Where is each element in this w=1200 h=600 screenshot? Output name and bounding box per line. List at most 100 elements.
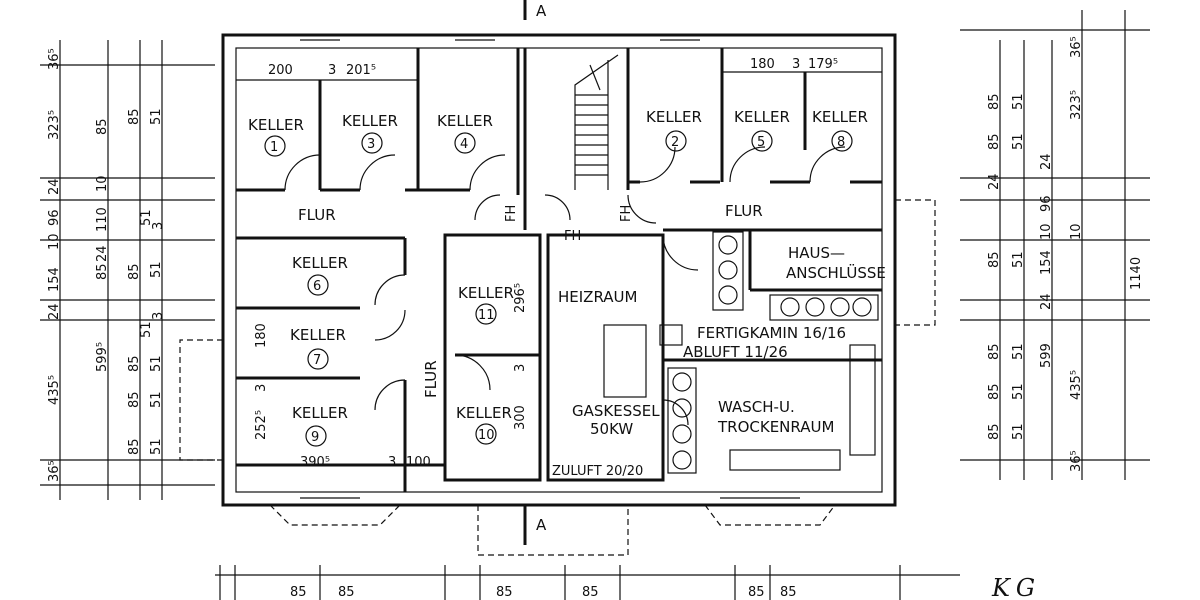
dim-left-inner: 51 bbox=[149, 108, 164, 125]
fire-door-label-2: FH bbox=[564, 229, 581, 244]
room-labels: KELLER 1 KELLER 3 KELLER 4 KELLER 2 KELL… bbox=[248, 108, 886, 479]
dim-left-outer: 323⁵ bbox=[47, 110, 62, 140]
dim-left-mid: 10 bbox=[95, 175, 110, 192]
room-number-circle bbox=[751, 130, 773, 152]
room-number-circle bbox=[475, 303, 497, 325]
dim-keller3-width: 201⁵ bbox=[346, 63, 376, 78]
dim-right-c: 323⁵ bbox=[1069, 90, 1084, 120]
dim-right-b: 51 bbox=[1011, 93, 1026, 110]
room-name-heizraum: HEIZRAUM bbox=[558, 288, 637, 306]
dim-right-b: 51 bbox=[1011, 133, 1026, 150]
room-number-4: 4 bbox=[460, 137, 468, 152]
dim-wall: 3 bbox=[513, 364, 528, 372]
dim-keller9-width: 390⁵ bbox=[300, 455, 330, 470]
dim-wall: 3 bbox=[254, 384, 269, 392]
room-name-keller-3: KELLER bbox=[342, 112, 398, 130]
dim-wall: 3 bbox=[388, 455, 396, 470]
dim-left-mid: 85 bbox=[95, 263, 110, 280]
dim-right-b: 51 bbox=[1011, 383, 1026, 400]
air-inlet-label: ZULUFT 20/20 bbox=[552, 464, 643, 479]
fixtures bbox=[603, 231, 879, 474]
dim-right-c: 36⁵ bbox=[1069, 36, 1084, 58]
room-name-keller-6: KELLER bbox=[292, 254, 348, 272]
room-name-keller-10: KELLER bbox=[456, 404, 512, 422]
dim-right-c: 10 bbox=[1069, 223, 1084, 240]
room-name-house-connections-1: HAUS— bbox=[788, 244, 845, 262]
dim-keller7-height: 180 bbox=[254, 323, 269, 348]
dim-left-tiny: 3 bbox=[151, 222, 166, 230]
bottom-dimension-texts: 85 85 85 85 85 85 bbox=[290, 585, 797, 600]
bottom-dimension-lines bbox=[215, 565, 960, 600]
section-mark-top: A bbox=[536, 2, 547, 20]
dim-left-mid: 24 bbox=[95, 245, 110, 262]
room-name-laundry-1: WASCH-U. bbox=[718, 398, 795, 416]
room-number-2: 2 bbox=[671, 135, 679, 150]
dim-left-inner: 51 bbox=[149, 355, 164, 372]
dim-left-inner: 51 bbox=[139, 209, 154, 226]
chimney-label: FERTIGKAMIN 16/16 bbox=[697, 324, 846, 342]
room-number-circle bbox=[305, 425, 327, 447]
fire-door-label-1: FH bbox=[504, 205, 519, 222]
dim-left-mid: 85 bbox=[127, 391, 142, 408]
room-number-6: 6 bbox=[313, 279, 321, 294]
exhaust-label: ABLUFT 11/26 bbox=[683, 343, 788, 361]
section-marks: A A bbox=[523, 0, 547, 545]
room-number-circle bbox=[361, 132, 383, 154]
dim-right-c: 154 bbox=[1039, 250, 1054, 275]
dim-left-outer: 435⁵ bbox=[47, 375, 62, 405]
dim-left-inner: 51 bbox=[149, 391, 164, 408]
dim-bottom: 85 bbox=[582, 585, 599, 600]
room-number-8: 8 bbox=[837, 135, 845, 150]
dim-left-outer: 36⁵ bbox=[47, 48, 62, 70]
room-number-circle bbox=[307, 348, 329, 370]
room-number-1: 1 bbox=[270, 140, 278, 155]
dim-left-mid: 85 bbox=[127, 438, 142, 455]
dim-left-outer: 24 bbox=[47, 178, 62, 195]
dim-left-inner: 51 bbox=[149, 261, 164, 278]
dim-keller10-height: 300 bbox=[513, 405, 528, 430]
dim-left-outer: 96 bbox=[47, 209, 62, 226]
room-number-7: 7 bbox=[313, 353, 321, 368]
room-number-circle bbox=[307, 274, 329, 296]
dim-left-mid: 85 bbox=[95, 118, 110, 135]
dim-left-outer: 10 bbox=[47, 233, 62, 250]
light-wells bbox=[179, 199, 936, 556]
dim-right-a: 24 bbox=[987, 173, 1002, 190]
dim-left-inner: 85 bbox=[127, 108, 142, 125]
room-dimensions: 200 3 201⁵ 180 3 179⁵ 296⁵ 180 3 252⁵ 39… bbox=[254, 57, 838, 470]
corridor-label-vertical: FLUR bbox=[422, 360, 440, 398]
dim-right-a: 85 bbox=[987, 133, 1002, 150]
dim-left-tiny: 3 bbox=[151, 312, 166, 320]
dim-bottom: 85 bbox=[496, 585, 513, 600]
dim-right-c: 599 bbox=[1039, 343, 1054, 368]
dim-wall: 3 bbox=[328, 63, 336, 78]
dim-left-inner: 51 bbox=[139, 321, 154, 338]
room-number-11: 11 bbox=[478, 308, 495, 323]
room-number-circle bbox=[665, 130, 687, 152]
room-number-10: 10 bbox=[478, 428, 495, 443]
room-name-keller-9: KELLER bbox=[292, 404, 348, 422]
dim-keller9-height: 252⁵ bbox=[254, 410, 269, 440]
floor-level-label: KG bbox=[991, 574, 1041, 600]
dim-right-b: 51 bbox=[1011, 343, 1026, 360]
dim-right-total: 1140 bbox=[1129, 257, 1144, 290]
left-dimension-lines bbox=[40, 40, 215, 500]
dim-left-outer: 24 bbox=[47, 303, 62, 320]
dim-right-b: 51 bbox=[1011, 423, 1026, 440]
interior-walls bbox=[236, 48, 882, 492]
dim-right-c: 96 bbox=[1039, 195, 1054, 212]
room-number-5: 5 bbox=[757, 135, 765, 150]
corridor-label-left: FLUR bbox=[298, 206, 336, 224]
left-dimension-texts: 36⁵ 323⁵ 24 96 10 154 24 435⁵ 36⁵ 85 10 … bbox=[47, 48, 166, 482]
dim-left-mid: 85 bbox=[127, 355, 142, 372]
dim-right-a: 85 bbox=[987, 383, 1002, 400]
dim-keller8-width: 179⁵ bbox=[808, 57, 838, 72]
dim-bottom: 85 bbox=[780, 585, 797, 600]
room-name-keller-1: KELLER bbox=[248, 116, 304, 134]
dim-right-b: 51 bbox=[1011, 251, 1026, 268]
dim-keller9-width2: 100 bbox=[406, 455, 431, 470]
dim-bottom: 85 bbox=[290, 585, 307, 600]
dim-right-c: 24 bbox=[1039, 153, 1054, 170]
fire-door-label-3: FH bbox=[619, 205, 634, 222]
